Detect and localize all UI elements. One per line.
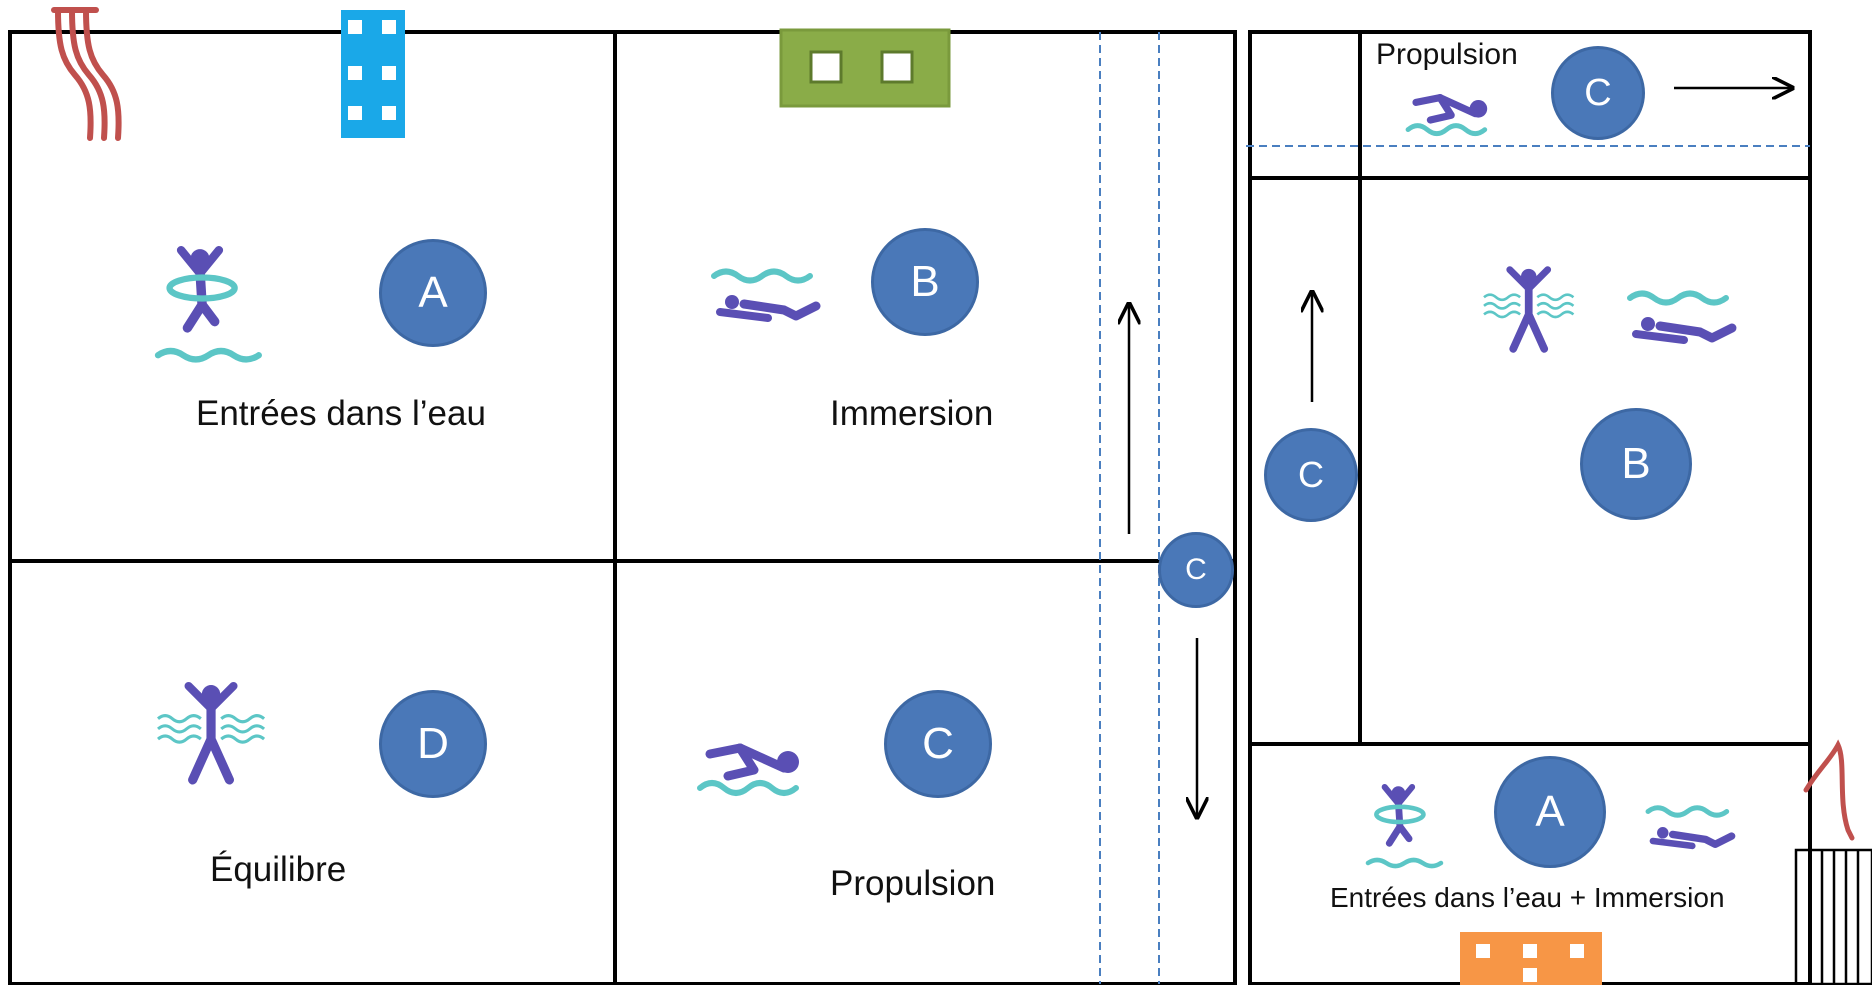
lane-circle-c: C bbox=[1158, 532, 1234, 608]
label-balance: Équilibre bbox=[210, 850, 347, 889]
label-top-lane-propulsion: Propulsion bbox=[1376, 38, 1518, 71]
top-lane-circle-c: C bbox=[1551, 46, 1645, 140]
water-entry-icon bbox=[158, 249, 259, 359]
label-immersion: Immersion bbox=[830, 394, 994, 433]
small-slide-icon bbox=[1803, 739, 1855, 841]
label-bottom-area: Entrées dans l’eau + Immersion bbox=[1330, 882, 1725, 913]
propulsion-icon-small bbox=[1408, 98, 1487, 134]
station-circle-c: C bbox=[884, 690, 992, 798]
floating-block-icon bbox=[341, 10, 405, 138]
station-circle-a: A bbox=[379, 239, 487, 347]
balance-icon-small bbox=[1484, 269, 1573, 349]
orange-block-icon bbox=[1460, 932, 1602, 985]
propulsion-icon bbox=[700, 748, 799, 793]
label-water-entry: Entrées dans l’eau bbox=[196, 394, 486, 433]
side-lane-circle-c: C bbox=[1264, 428, 1358, 522]
ladder-icon bbox=[1794, 848, 1872, 985]
left-pool bbox=[8, 30, 1237, 985]
station-circle-d: D bbox=[379, 690, 487, 798]
immersion-icon bbox=[714, 272, 816, 319]
bottom-area-circle-a: A bbox=[1494, 756, 1606, 868]
floating-mat-icon bbox=[779, 28, 951, 108]
slide-icon bbox=[51, 7, 122, 141]
main-area-circle-b: B bbox=[1580, 408, 1692, 520]
label-propulsion: Propulsion bbox=[830, 864, 996, 903]
station-circle-b: B bbox=[871, 228, 979, 336]
water-entry-icon-small bbox=[1368, 786, 1441, 866]
balance-icon bbox=[158, 685, 264, 780]
immersion-icon-small bbox=[1630, 294, 1732, 341]
immersion-icon-small-2 bbox=[1648, 808, 1732, 846]
